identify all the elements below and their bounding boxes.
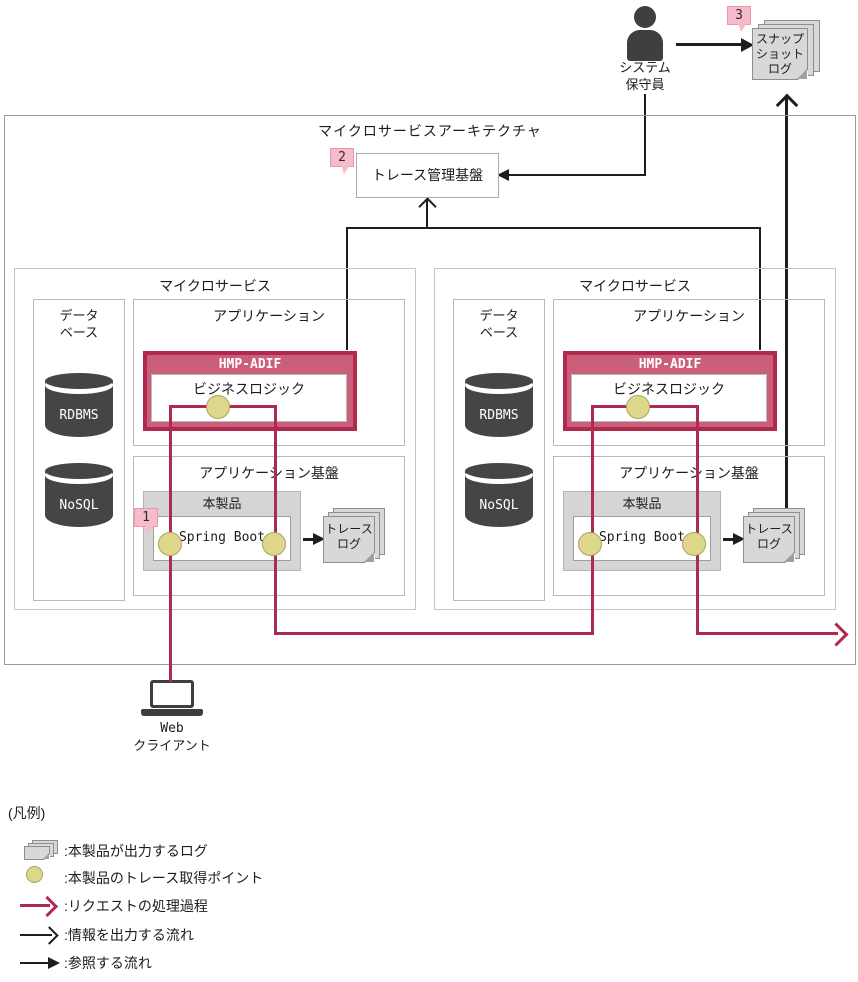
trace-log-stack: トレース ログ (323, 508, 385, 563)
request-arrow-icon (20, 904, 50, 907)
application-box (133, 299, 405, 446)
badge-2: 2 (330, 148, 354, 174)
trace-platform-label: トレース管理基盤 (371, 167, 484, 183)
business-logic-box (571, 374, 767, 422)
product-to-tracelog-arrowhead (313, 533, 325, 545)
request-flow-bottom-h1 (274, 632, 594, 635)
system-maintainer-label: システム 保守員 (619, 60, 671, 92)
nosql-cylinder: NoSQL (45, 463, 113, 527)
trace-point-sb-left-out (262, 532, 286, 556)
product-box: 本製品 Spring Boot (143, 491, 301, 571)
hmp-adif-box: HMP-ADIF ビジネスロジック (563, 351, 777, 431)
maintainer-to-snapshot-arrow (676, 43, 742, 46)
database-box (453, 299, 545, 601)
legend-title: (凡例) (8, 805, 46, 821)
maintainer-to-platform-arrowhead (497, 169, 509, 181)
business-logic-label: ビジネスロジック (613, 381, 725, 397)
application-label: アプリケーション (213, 308, 325, 324)
maintainer-to-platform-line-h (508, 174, 646, 176)
tracelog-to-snapshot-line (785, 96, 788, 508)
application-box (553, 299, 825, 446)
request-flow-left-down (274, 405, 277, 635)
product-label: 本製品 (622, 496, 662, 511)
product-label: 本製品 (202, 496, 242, 511)
architecture-title: マイクロサービスアーキテクチャ (318, 123, 542, 139)
badge-3: 3 (727, 6, 751, 32)
rdbms-cylinder: RDBMS (465, 373, 533, 437)
product-to-tracelog-arrow (723, 538, 735, 541)
rdbms-label: RDBMS (59, 408, 99, 423)
legend-item-label: :本製品のトレース取得ポイント (64, 870, 264, 886)
request-flow-right-up (591, 405, 594, 635)
database-label: データ ベース (59, 308, 99, 340)
architecture-box (4, 115, 856, 665)
trace-log-stack: トレース ログ (743, 508, 805, 563)
nosql-label: NoSQL (479, 498, 519, 513)
legend: (凡例) :本製品が出力するログ :本製品のトレース取得ポイント :リクエストの… (0, 798, 420, 982)
web-client-label: Web クライアント (133, 721, 211, 753)
legend-item-label: :リクエストの処理過程 (64, 898, 208, 914)
log-stack-icon (24, 840, 60, 862)
trace-log-label: トレース (325, 522, 373, 536)
app-platform-label: アプリケーション基盤 (619, 465, 759, 481)
rdbms-label: RDBMS (479, 408, 519, 423)
legend-item-label: :情報を出力する流れ (64, 927, 194, 943)
reference-arrow-icon-head (48, 957, 60, 969)
trace-point-sb-left-in (158, 532, 182, 556)
maintainer-to-snapshot-arrowhead (741, 38, 754, 52)
trace-bus-line-v-left (346, 227, 348, 350)
trace-point-bl-left (206, 395, 230, 419)
request-arrow-icon-head (36, 895, 59, 918)
trace-point-sb-right-out (682, 532, 706, 556)
trace-point-sb-right-in (578, 532, 602, 556)
trace-point-bl-right (626, 395, 650, 419)
snapshot-log-label: スナップ (755, 32, 804, 46)
database-box (33, 299, 125, 601)
database-label: データ ベース (479, 308, 519, 340)
trace-bus-line-h (346, 227, 761, 229)
microservice-box-left: マイクロサービス データ ベース RDBMS NoSQL アプリケーション HM… (14, 268, 416, 610)
web-client-icon (138, 680, 206, 718)
trace-log-label: トレース (745, 522, 793, 536)
product-to-tracelog-arrow (303, 538, 315, 541)
tracelog-to-snapshot-arrowhead (775, 93, 799, 117)
microservice-title: マイクロサービス (159, 278, 271, 294)
rdbms-cylinder: RDBMS (45, 373, 113, 437)
nosql-label: NoSQL (59, 498, 99, 513)
app-platform-box (553, 456, 825, 596)
request-flow-bottom-h2 (696, 632, 838, 635)
hmp-adif-label: HMP-ADIF (638, 357, 702, 372)
spring-boot-label: Spring Boot (178, 530, 266, 545)
application-label: アプリケーション (633, 308, 745, 324)
hmp-adif-label: HMP-ADIF (218, 357, 282, 372)
app-platform-box (133, 456, 405, 596)
business-logic-label: ビジネスロジック (193, 381, 305, 397)
trace-platform-box (356, 153, 499, 198)
microservice-box-right: マイクロサービス データ ベース RDBMS NoSQL アプリケーション HM… (434, 268, 836, 610)
business-logic-box (151, 374, 347, 422)
trace-point-icon (26, 866, 43, 883)
badge-1: 1 (134, 508, 158, 534)
hmp-adif-box: HMP-ADIF ビジネスロジック (143, 351, 357, 431)
request-flow-right-down (696, 405, 699, 635)
microservice-title: マイクロサービス (579, 278, 691, 294)
product-to-tracelog-arrowhead (733, 533, 745, 545)
spring-boot-label: Spring Boot (598, 530, 686, 545)
snapshot-log-stack: スナップ ショット ログ (752, 20, 828, 82)
legend-item-label: :参照する流れ (64, 955, 152, 971)
trace-bus-line-v-right (759, 227, 761, 350)
reference-arrow-icon (20, 962, 50, 964)
system-maintainer-icon (622, 6, 668, 62)
output-arrow-icon (20, 934, 52, 936)
output-arrow-icon-head (40, 926, 59, 945)
legend-item-label: :本製品が出力するログ (64, 843, 208, 859)
maintainer-to-platform-line-v (644, 94, 646, 176)
bus-to-platform-line (426, 200, 428, 227)
nosql-cylinder: NoSQL (465, 463, 533, 527)
app-platform-label: アプリケーション基盤 (199, 465, 339, 481)
